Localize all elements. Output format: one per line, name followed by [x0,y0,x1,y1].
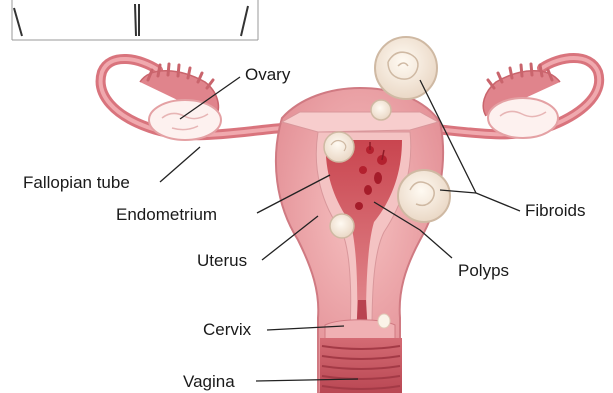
fibroid-intramural-right [398,170,450,222]
vagina [320,338,402,393]
fibroid-submucosal-left [324,132,354,162]
fibroid-small-top [371,100,391,120]
inset-frame [12,0,258,40]
label-vagina: Vagina [183,372,235,391]
left-ovary [149,100,221,140]
label-endometrium: Endometrium [116,205,217,224]
fibroid-lower-left [330,214,354,238]
label-ovary: Ovary [245,65,291,84]
fibroid-subserosal-top [375,37,437,99]
label-fibroids: Fibroids [525,201,585,220]
label-cervix: Cervix [203,320,252,339]
label-fallopian-tube: Fallopian tube [23,173,130,192]
label-uterus: Uterus [197,251,247,270]
right-ovary [488,98,558,138]
label-polyps: Polyps [458,261,509,280]
fallopian-tube-leader-line [160,147,200,182]
